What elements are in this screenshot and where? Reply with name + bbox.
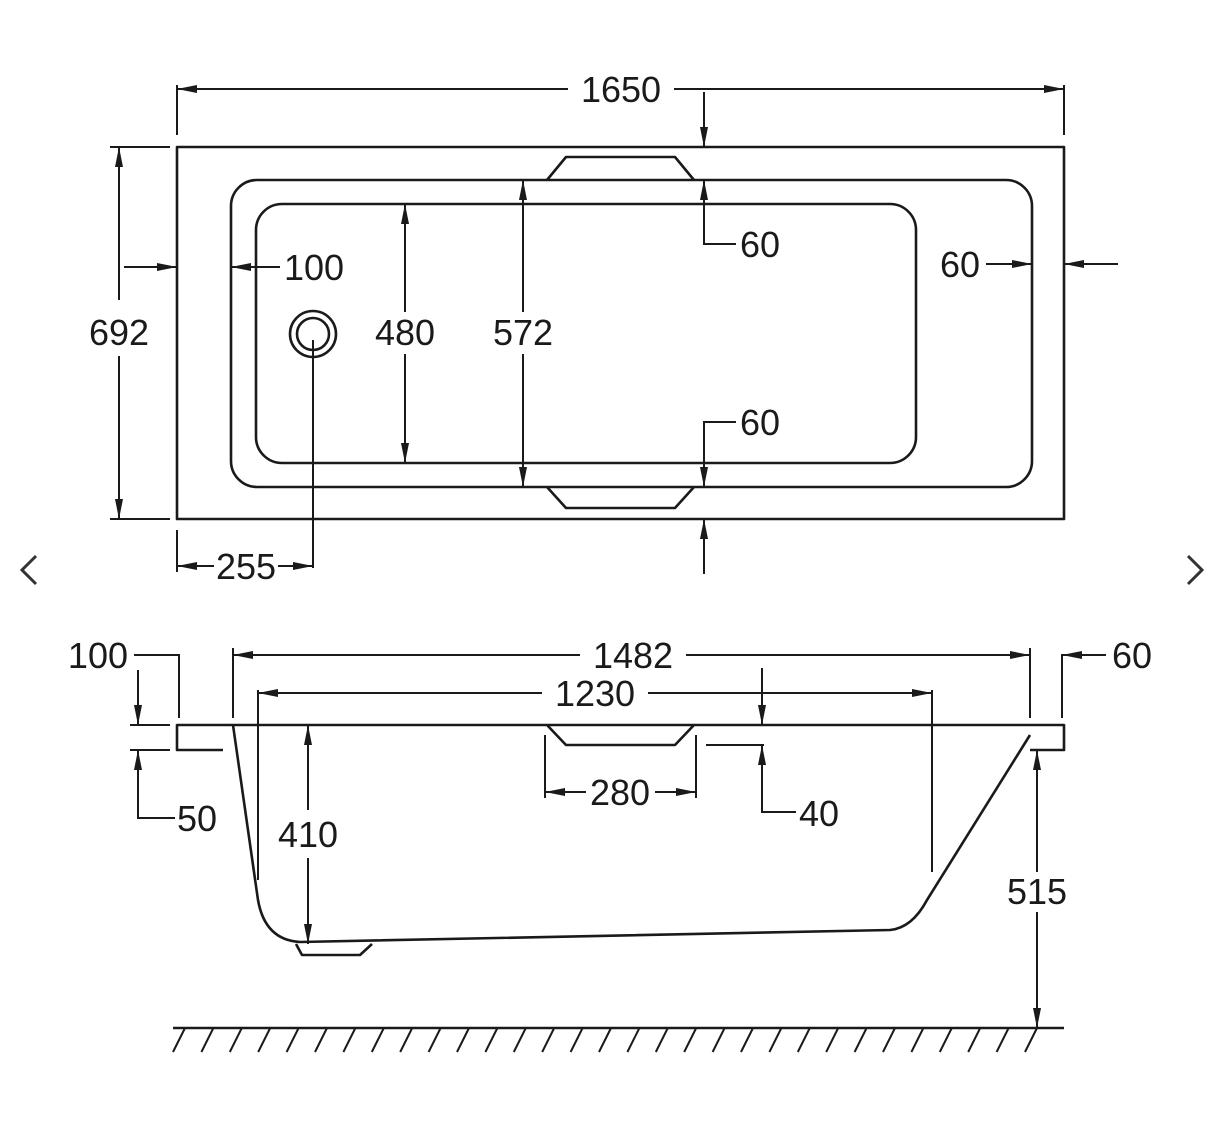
floor-hatch-mark [200,1027,215,1053]
floor-hatch-mark [740,1027,754,1053]
prev-button[interactable] [8,548,48,592]
dim-depth: 410 [278,814,338,855]
floor-hatch-mark [598,1027,612,1053]
floor-hatch-mark [626,1027,641,1053]
floor-hatch-mark [654,1027,669,1053]
floor-hatch-mark [683,1027,698,1053]
floor-hatching [172,1027,1038,1053]
floor-hatch-mark [512,1027,527,1053]
floor-hatch-mark [285,1027,300,1053]
dim-plan-rim-bottom: 60 [740,402,780,443]
dim-overall-width: 692 [89,312,149,353]
dim-top-length: 1482 [593,635,673,676]
dim-side-rim-right: 60 [1112,635,1152,676]
plan-inner-ledge [229,178,1034,489]
floor-hatch-mark [541,1027,556,1053]
dim-plan-rim-top: 60 [740,224,780,265]
side-view: 1482 1230 100 50 60 410 280 40 [68,635,1152,1053]
side-foot [294,943,373,957]
dim-plan-rim-right: 60 [940,244,980,285]
dim-waste-offset: 255 [216,546,276,587]
floor-hatch-mark [882,1027,896,1053]
floor-hatch-mark [768,1027,783,1053]
plan-handle-bottom [546,486,695,510]
floor-hatch-mark [569,1027,584,1053]
floor-hatch-mark [484,1027,499,1053]
dim-inner-width: 480 [375,312,435,353]
floor-hatch-mark [967,1027,982,1053]
floor-hatch-mark [711,1027,726,1053]
plan-view: 1650 692 100 60 60 60 480 572 255 [89,69,1118,587]
side-rim [175,723,1066,752]
dim-rim-thickness: 50 [177,798,217,839]
floor-hatch-mark [399,1027,414,1053]
floor-hatch-mark [825,1027,840,1053]
floor-hatch-mark [427,1027,442,1053]
dim-plan-rim-left: 100 [284,247,344,288]
floor-hatch-mark [228,1027,243,1053]
dim-bottom-length: 1230 [555,673,635,714]
floor-hatch-mark [938,1027,953,1053]
next-button[interactable] [1176,548,1214,592]
plan-basin [254,202,918,465]
dim-overall-length: 1650 [581,69,661,110]
floor-hatch-mark [910,1027,925,1053]
floor-hatch-mark [342,1027,357,1053]
floor-hatch-mark [853,1027,868,1053]
side-handle [546,724,695,747]
dim-handle-depth: 40 [799,793,839,834]
dim-interior-width: 572 [493,312,553,353]
floor-hatch-mark [172,1027,186,1053]
floor-hatch-mark [314,1027,328,1053]
plan-outer-rim [175,145,1066,521]
plan-handle-top [545,155,696,181]
floor-hatch-mark [796,1027,811,1053]
chevron-right-icon [1186,554,1205,586]
dim-overall-height: 515 [1007,871,1067,912]
floor-hatch-mark [995,1027,1010,1053]
floor-hatch-mark [257,1027,272,1053]
floor-hatch-mark [1024,1027,1038,1053]
floor-hatch-mark [370,1027,385,1053]
dim-handle-width: 280 [590,772,650,813]
floor-hatch-mark [456,1027,470,1053]
side-tub-body [231,724,1032,944]
chevron-left-icon [19,554,38,586]
dim-side-rim-left: 100 [68,635,128,676]
